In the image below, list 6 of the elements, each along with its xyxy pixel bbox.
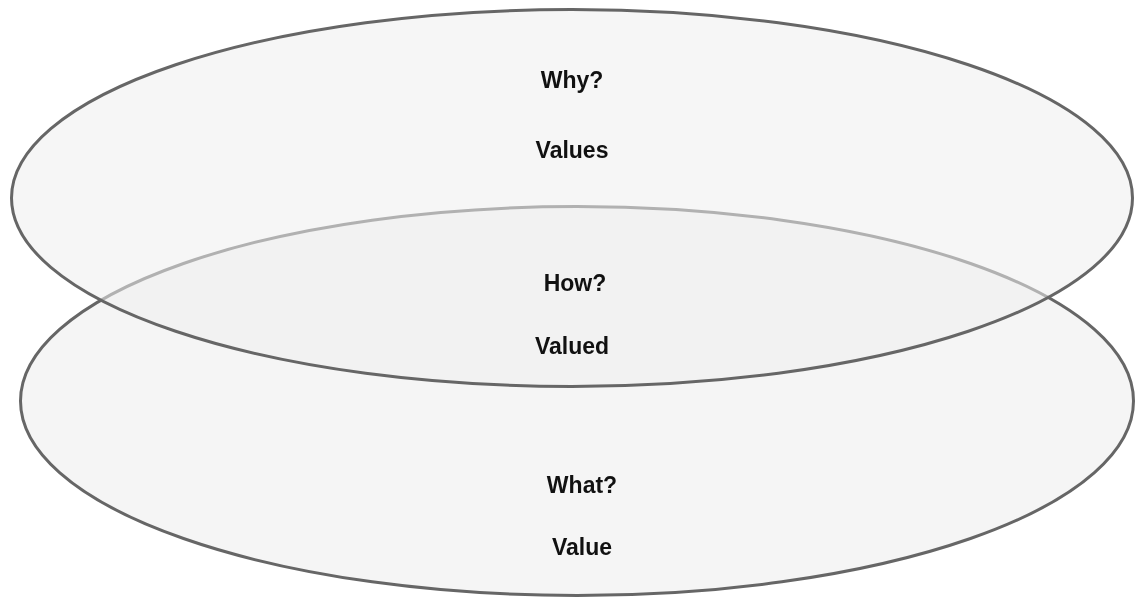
question-text: How? (543, 269, 607, 297)
question-text: What? (546, 471, 618, 499)
keyword-text: Values (535, 136, 609, 164)
keyword-text: Value (551, 533, 613, 561)
question-text: Why? (540, 66, 604, 94)
keyword-text: Valued (534, 332, 610, 360)
